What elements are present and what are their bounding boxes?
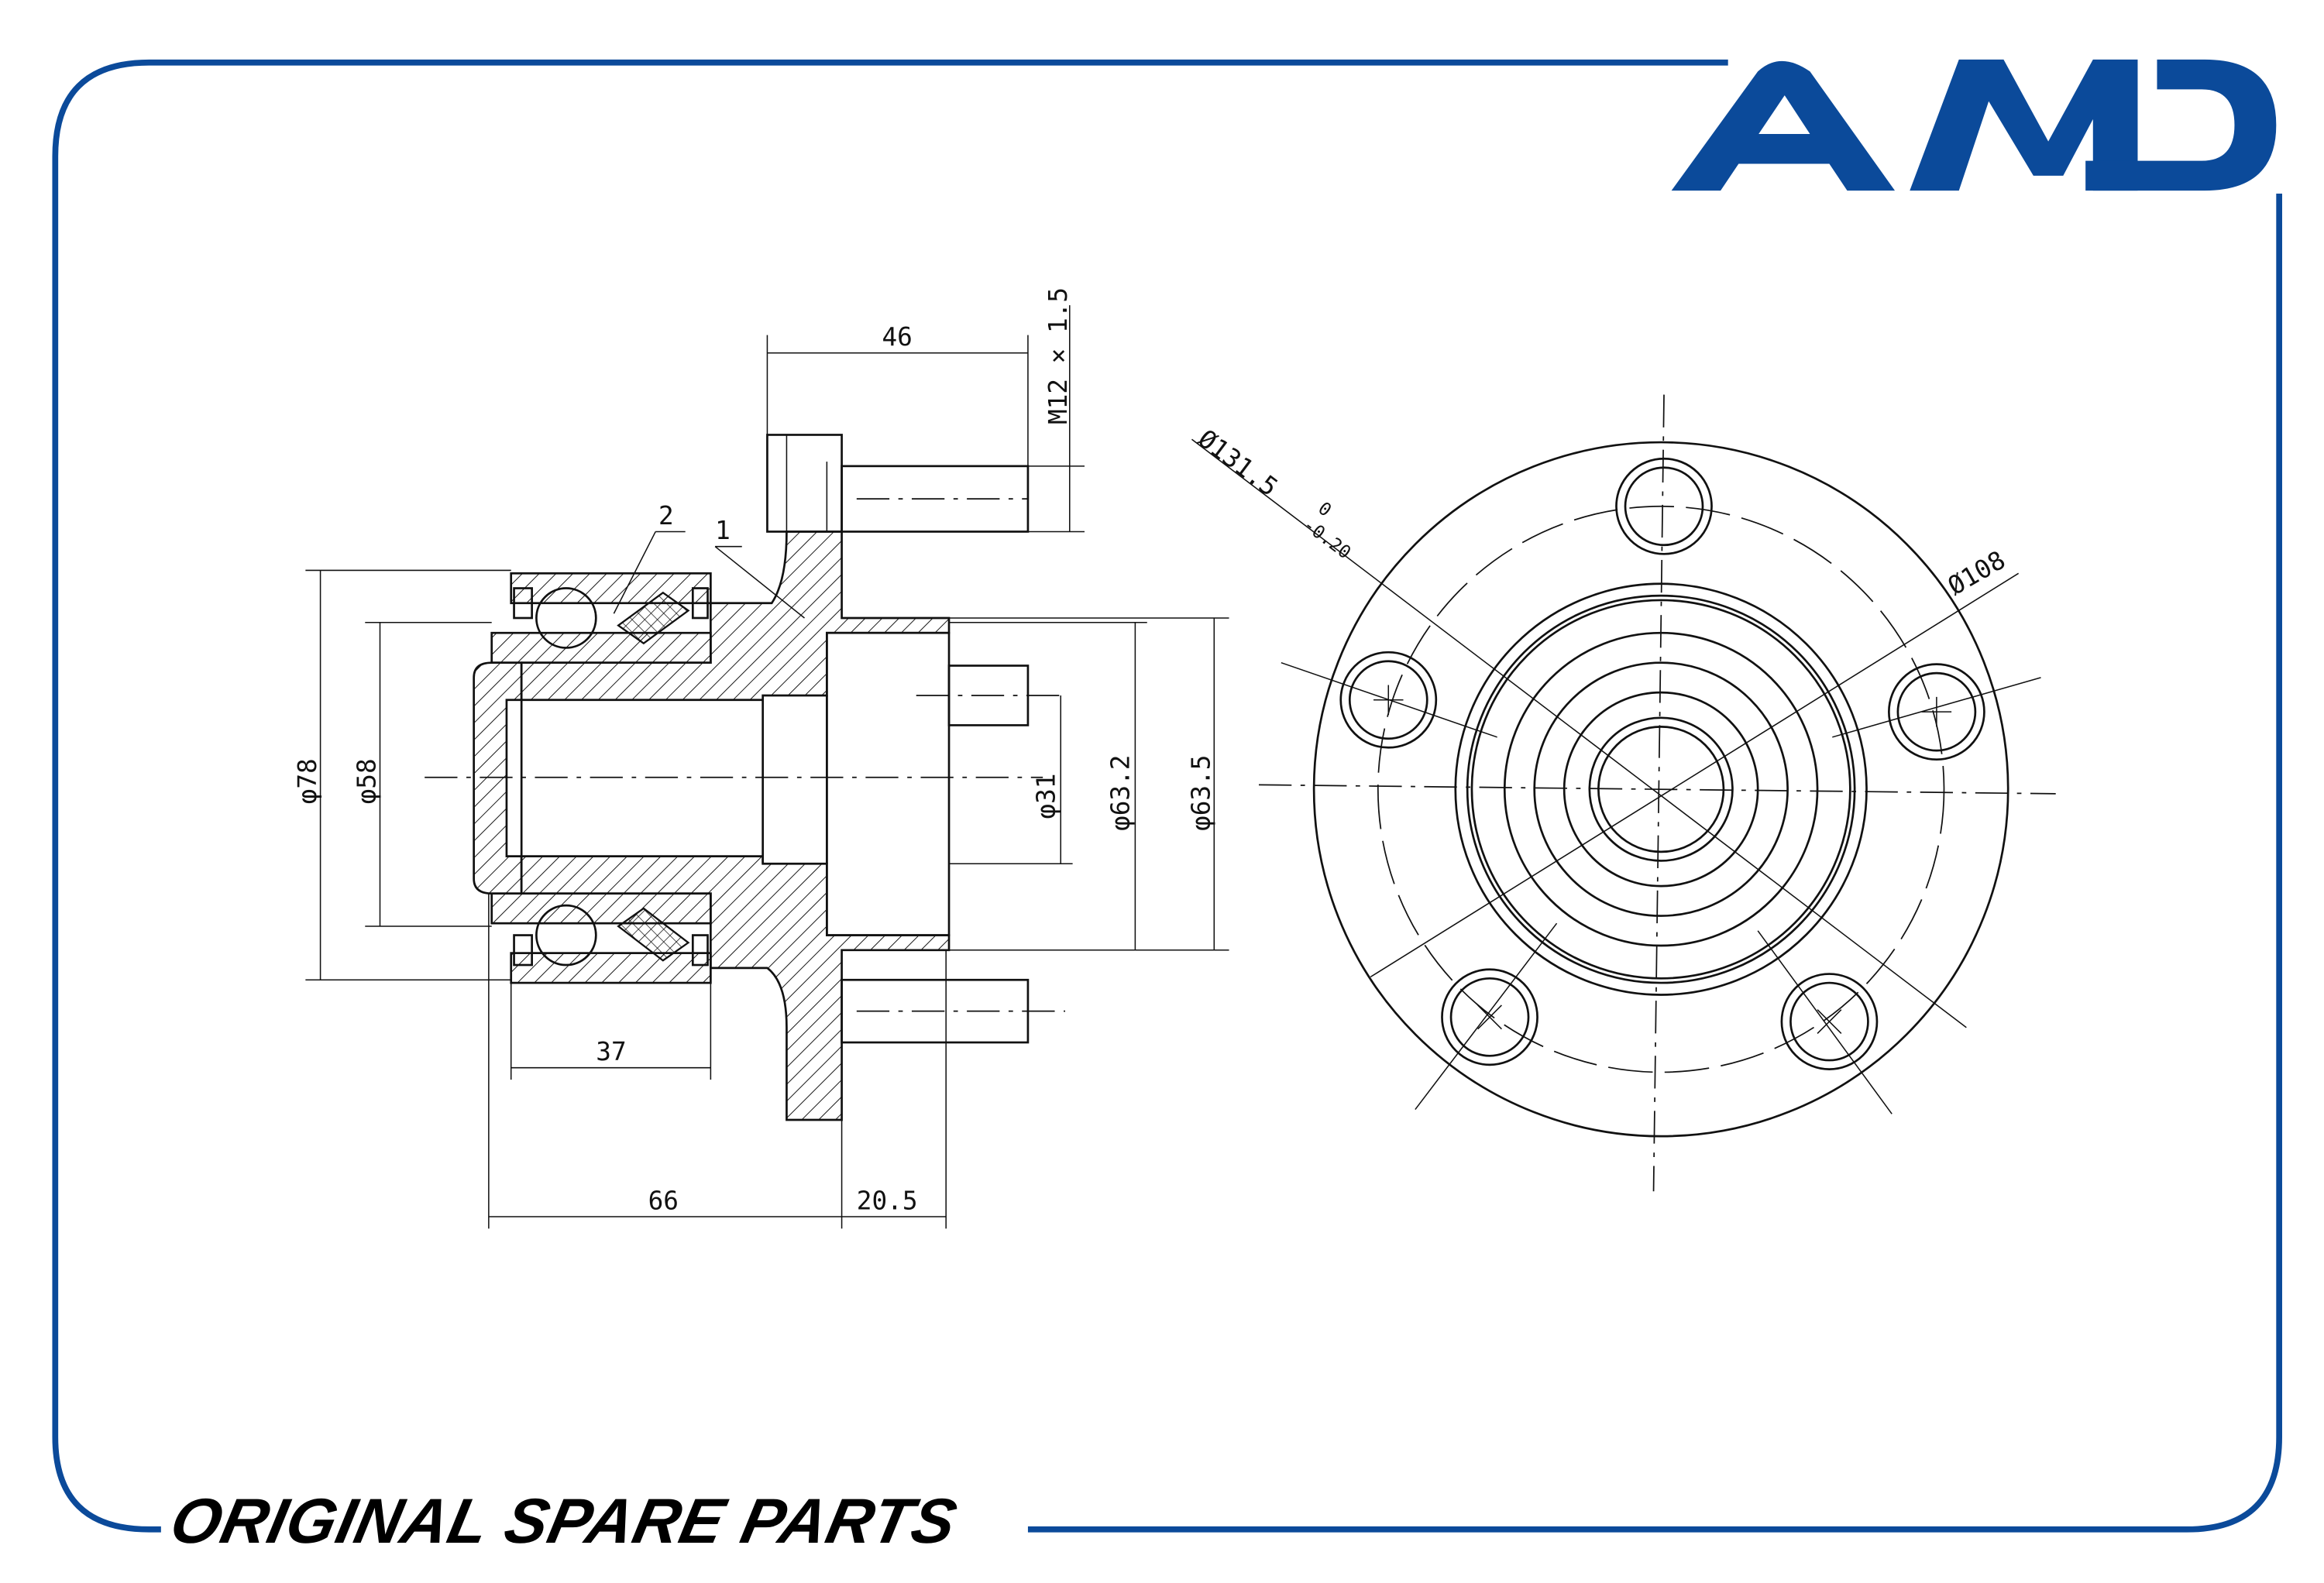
dim-pilot-length: 20.5 (857, 1186, 918, 1215)
callout-1: 1 (715, 516, 731, 545)
dim-bearing-od: φ78 (293, 758, 322, 804)
dim-pilot-dia-1: φ63.2 (1106, 755, 1136, 831)
dim-overall-length: 66 (648, 1186, 679, 1215)
dim-bearing-width: 37 (596, 1037, 626, 1066)
dim-pcd: Ø108 (1943, 545, 2010, 601)
dim-stud-length: 46 (882, 322, 913, 352)
dim-flange-dia: Ø131.5 (1192, 424, 1283, 502)
dim-flange-tol-lower: -0.20 (1299, 515, 1354, 564)
tagline: ORIGINAL SPARE PARTS (164, 1485, 963, 1558)
amd-logo (1671, 59, 2277, 191)
frame-border (52, 59, 2282, 1533)
dim-thread: M12 × 1.5 (1043, 287, 1073, 424)
dim-flange-tol-upper: 0 (1314, 499, 1335, 521)
side-section-view: 2 1 46 M12 × 1.5 φ78 φ58 φ31 φ63.2 φ63.5 (293, 287, 1229, 1229)
callout-2: 2 (658, 501, 674, 531)
dim-spindle-bore: φ31 (1032, 774, 1061, 819)
front-view: Ø131.5 0 -0.20 Ø108 (1191, 394, 2056, 1192)
dim-bearing-bore: φ58 (352, 758, 382, 804)
dim-pilot-dia-2: φ63.5 (1187, 755, 1216, 831)
tagline-text: ORIGINAL SPARE PARTS (164, 1486, 964, 1557)
